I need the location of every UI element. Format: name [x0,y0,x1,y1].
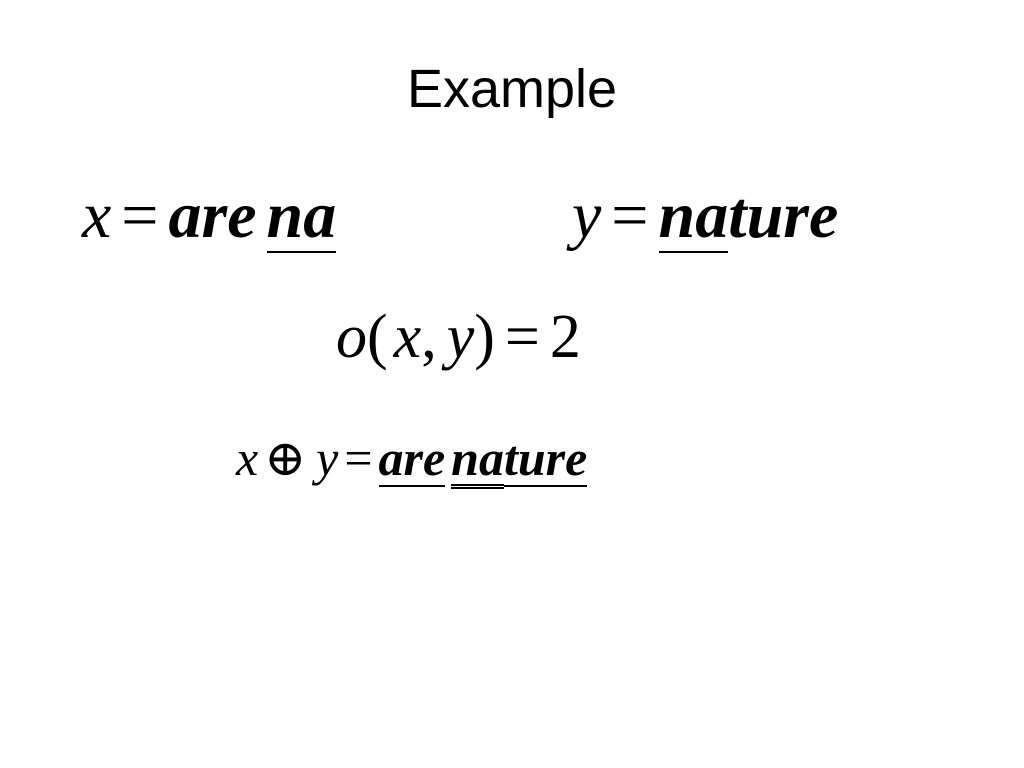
eq-xor-part-ture-underlined: ture [503,430,588,487]
eq-y-equals: = [611,179,649,252]
eq-xor-part-na-double-underlined: na [451,433,504,489]
eq-x-lhs: x [82,179,112,252]
eq-o-comma: , [421,303,437,371]
eq-o-value: 2 [549,303,581,371]
eq-o-arg-y: y [446,303,475,371]
equation-overlap: o(x,y)=2 [336,306,581,368]
eq-x-equals: = [121,179,159,252]
eq-xor-part-are-underlined: are [378,430,446,487]
eq-y-part-ture: ture [728,179,839,252]
eq-x-part-na-underlined: na [266,179,337,253]
eq-o-func: o [336,303,367,371]
eq-o-close-paren: ) [474,303,495,371]
eq-xor-equals: = [344,430,373,486]
slide-title: Example [406,59,618,119]
eq-xor-lhs-x: x [236,430,259,486]
eq-o-arg-x: x [393,303,422,371]
eq-xor-lhs-y: y [316,430,339,486]
eq-o-equals: = [504,303,540,371]
equation-y: y=nature [572,183,838,253]
eq-o-open-paren: ( [367,303,388,371]
eq-x-part-are: are [168,179,257,252]
eq-y-lhs: y [572,179,602,252]
eq-y-part-na-underlined: na [658,179,729,253]
oplus-icon: ⊕ [264,430,307,486]
